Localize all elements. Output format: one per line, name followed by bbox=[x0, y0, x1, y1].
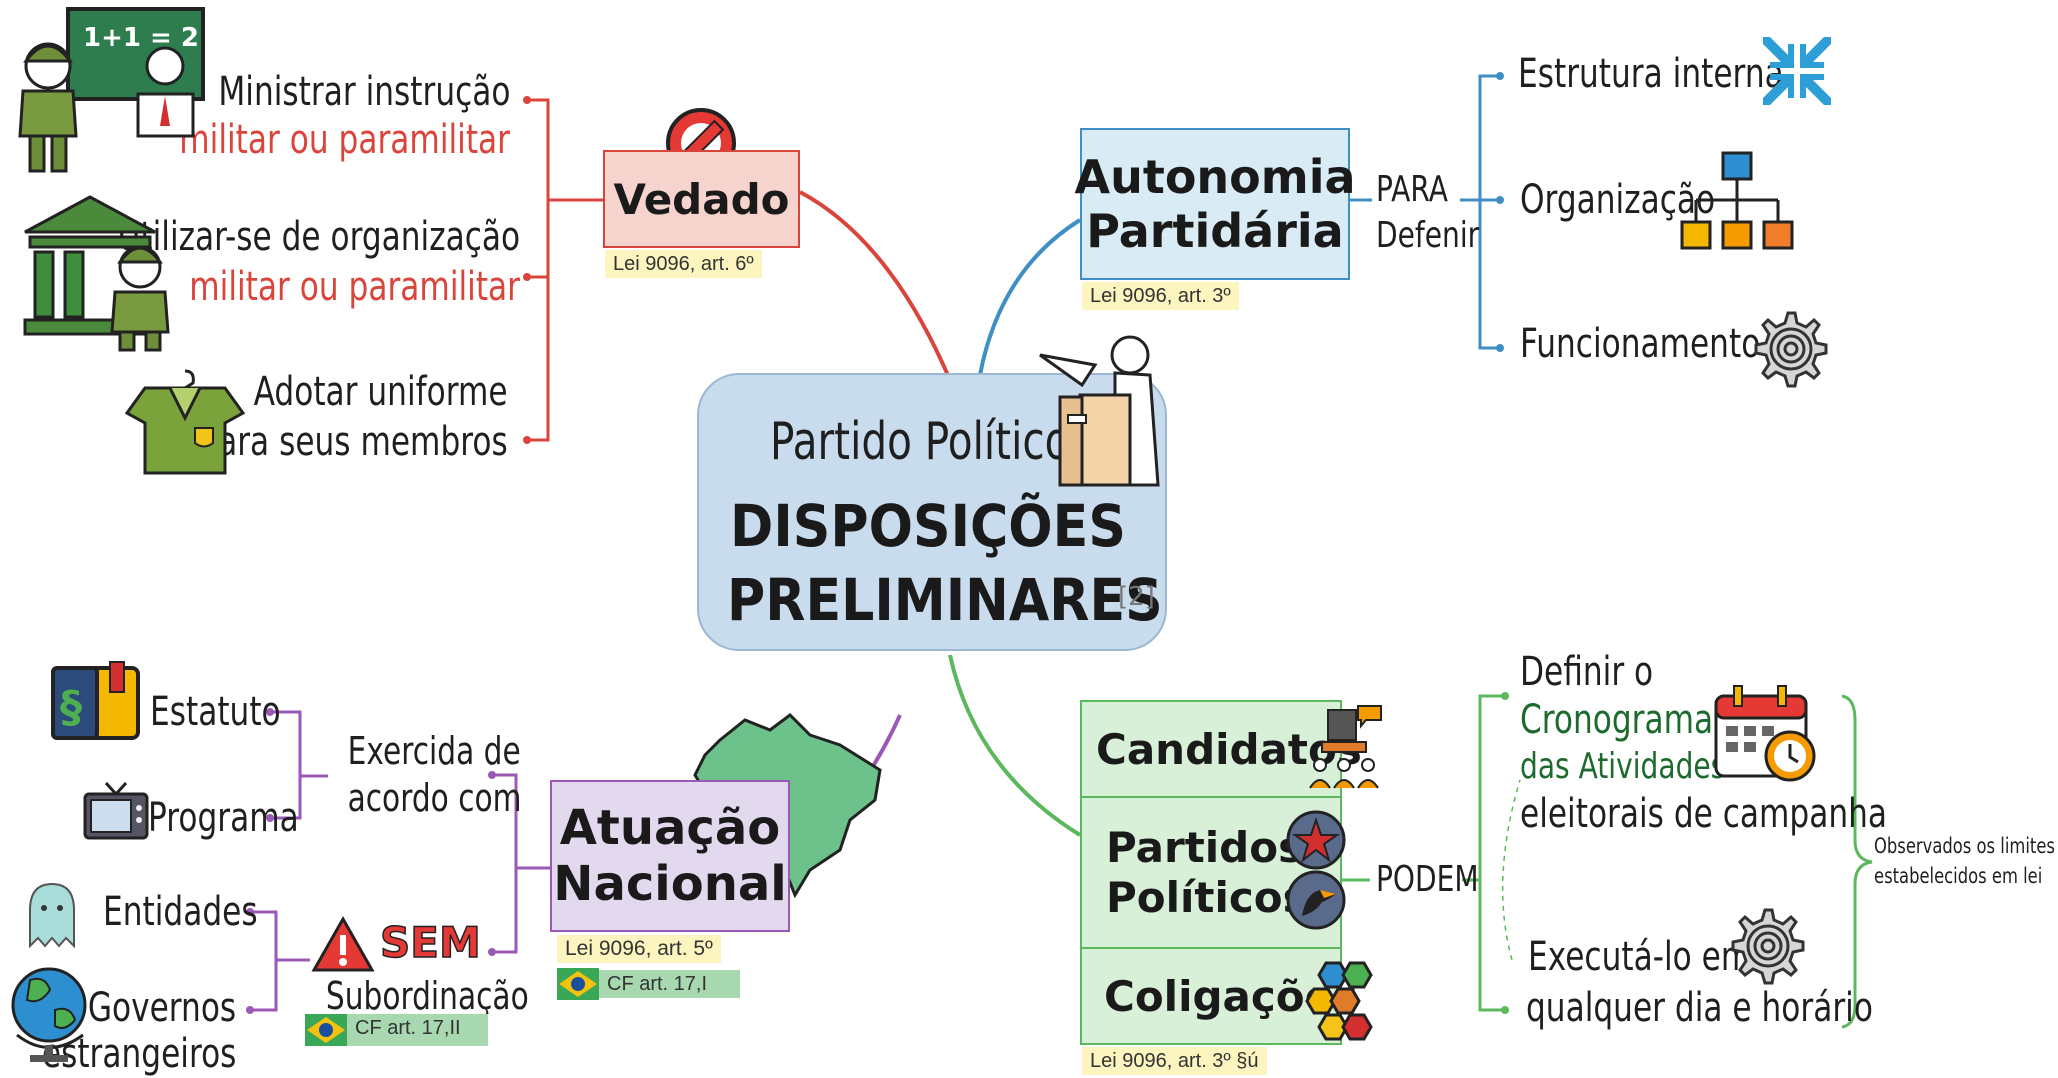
podem-item1-line3: das Atividades bbox=[1520, 746, 1726, 787]
sem-item-governos: Governos bbox=[87, 985, 236, 1031]
autonomia-label-line2: Partidária bbox=[1086, 204, 1344, 258]
vedado-item-3-line1: Adotar uniforme bbox=[254, 369, 508, 415]
exercida-item-estatuto: Estatuto bbox=[150, 689, 281, 735]
atuacao-ref-cf: CF art. 17,I bbox=[599, 970, 740, 998]
atuacao-node: Atuação Nacional bbox=[550, 780, 790, 932]
autonomia-connector-line1: PARA bbox=[1376, 169, 1448, 210]
podem-item1-line4: eleitorais de campanha bbox=[1520, 791, 1888, 837]
subordinacao-label: Subordinação bbox=[325, 974, 529, 1018]
central-tag: [2] bbox=[1118, 582, 1155, 612]
warning-icon bbox=[311, 915, 375, 972]
sem-label: SEM bbox=[379, 917, 481, 968]
autonomia-item-organizacao: Organização bbox=[1520, 177, 1716, 223]
toucan-badge-icon bbox=[1286, 870, 1346, 930]
autonomia-ref: Lei 9096, art. 3º bbox=[1082, 282, 1239, 310]
exercida-line1: Exercida de bbox=[347, 729, 521, 773]
flag-icon bbox=[557, 968, 599, 1000]
autonomia-label-line1: Autonomia bbox=[1074, 150, 1356, 204]
partidos-label-line1: Partidos bbox=[1106, 822, 1304, 872]
coligacoes-node: Coligações bbox=[1080, 947, 1358, 1045]
speaker-podium-icon bbox=[1039, 335, 1160, 487]
atuacao-ref-lei: Lei 9096, art. 5º bbox=[557, 935, 721, 963]
exercida-line2: acordo com bbox=[347, 776, 522, 820]
atuacao-label-line1: Atuação bbox=[559, 800, 781, 856]
uniform-icon bbox=[125, 369, 245, 475]
central-title-line2: PRELIMINARES bbox=[727, 566, 1163, 634]
podem-item1-line2: Cronograma bbox=[1520, 697, 1714, 743]
star-badge-icon bbox=[1286, 810, 1346, 870]
partidos-label-line2: Políticos bbox=[1106, 872, 1308, 922]
vedado-ref: Lei 9096, art. 6º bbox=[605, 250, 762, 278]
svg-text:1+1 = 2: 1+1 = 2 bbox=[83, 23, 199, 53]
exercida-item-programa: Programa bbox=[148, 795, 299, 841]
globe-icon bbox=[11, 967, 87, 1062]
compress-arrows-icon bbox=[1763, 37, 1831, 105]
sem-ref: CF art. 17,II bbox=[347, 1014, 488, 1046]
podem-connector: PODEM bbox=[1376, 859, 1479, 900]
candidatos-node: Candidatos bbox=[1080, 700, 1362, 798]
autonomia-connector-line2: Defenir bbox=[1376, 215, 1480, 256]
podem-note-line2: estabelecidos em lei bbox=[1874, 864, 2043, 888]
vedado-label: Vedado bbox=[613, 174, 790, 224]
bank-soldier-icon bbox=[23, 195, 170, 352]
ghost-icon bbox=[29, 882, 75, 949]
svg-text:§: § bbox=[60, 682, 82, 733]
autonomia-node: Autonomia Partidária bbox=[1074, 128, 1356, 280]
org-chart-icon bbox=[1680, 151, 1794, 250]
autonomia-item-estrutura: Estrutura interna bbox=[1518, 51, 1784, 97]
autonomia-item-funcionamento: Funcionamento bbox=[1520, 321, 1761, 367]
podem-item2-line2: qualquer dia e horário bbox=[1526, 985, 1873, 1031]
soldier-teacher-icon: 1+1 = 2 bbox=[18, 7, 205, 173]
podem-item2-line1: Executá-lo em bbox=[1528, 934, 1752, 980]
tv-icon bbox=[83, 781, 149, 840]
gear-icon bbox=[1754, 311, 1828, 388]
vedado-item-1-line1: Ministrar instrução bbox=[217, 69, 510, 115]
podem-item1-line1: Definir o bbox=[1520, 649, 1654, 695]
calendar-clock-icon bbox=[1714, 685, 1816, 782]
podem-ref: Lei 9096, art. 3º §ú bbox=[1082, 1047, 1267, 1075]
flag-icon bbox=[305, 1014, 347, 1046]
sem-item-entidades: Entidades bbox=[103, 889, 258, 935]
atuacao-label-line2: Nacional bbox=[553, 856, 787, 912]
vedado-item-3-line2: para seus membros bbox=[198, 419, 508, 465]
central-subtitle: Partido Político bbox=[770, 412, 1070, 472]
vedado-item-1-line2: militar ou paramilitar bbox=[179, 117, 510, 163]
hexagons-icon bbox=[1305, 961, 1373, 1041]
podem-note-line1: Observados os limites bbox=[1874, 834, 2055, 858]
central-title-line1: DISPOSIÇÕES bbox=[730, 492, 1126, 560]
vedado-item-2-line1: Utilizar-se de organização bbox=[117, 214, 520, 260]
meeting-icon bbox=[1309, 705, 1382, 789]
vedado-item-2-line2: militar ou paramilitar bbox=[189, 264, 520, 310]
vedado-node: Vedado bbox=[603, 150, 800, 248]
law-book-icon: § bbox=[51, 661, 140, 740]
gear-icon bbox=[1731, 908, 1805, 985]
